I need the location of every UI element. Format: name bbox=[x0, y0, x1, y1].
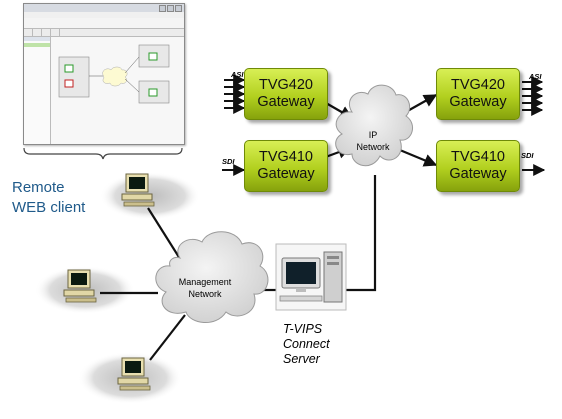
thumb-menubar bbox=[24, 12, 184, 18]
gateway-model: TVG420 bbox=[259, 77, 313, 93]
workstation-icon-2 bbox=[63, 269, 97, 303]
thumb-tabs bbox=[24, 29, 184, 37]
tvg410-output-gateway: TVG410 Gateway bbox=[436, 140, 520, 192]
gateway-model: TVG420 bbox=[451, 77, 505, 93]
gateway-type: Gateway bbox=[449, 166, 507, 182]
tvg420-input-gateway: TVG420 Gateway bbox=[244, 68, 328, 120]
sdi-input-label: SDI bbox=[222, 157, 235, 166]
management-network-label: Management Network bbox=[178, 277, 232, 299]
thumb-canvas bbox=[51, 37, 184, 144]
asi-input-label: ASI bbox=[231, 70, 244, 79]
thumb-titlebar bbox=[24, 4, 184, 12]
app-screenshot-thumbnail bbox=[23, 3, 185, 145]
thumb-sidebar bbox=[24, 37, 51, 144]
bracket bbox=[23, 147, 183, 160]
ip-network-cloud-icon bbox=[335, 84, 414, 167]
gateway-type: Gateway bbox=[257, 94, 315, 110]
tvg410-input-gateway: TVG410 Gateway bbox=[244, 140, 328, 192]
workstation-icon-3 bbox=[117, 357, 151, 391]
tvg420-output-gateway: TVG420 Gateway bbox=[436, 68, 520, 120]
asi-output-arrows bbox=[522, 76, 544, 116]
workstation-icon-1 bbox=[121, 173, 155, 207]
thumb-app-title bbox=[24, 18, 184, 29]
management-links bbox=[100, 175, 377, 361]
management-network-cloud-icon bbox=[155, 231, 269, 323]
remote-web-client-label: Remote WEB client bbox=[12, 179, 86, 216]
asi-output-label: ASI bbox=[529, 72, 542, 81]
server-icon bbox=[275, 243, 347, 311]
sdi-output-label: SDI bbox=[521, 151, 534, 160]
tvips-connect-server-label: T-VIPS Connect Server bbox=[283, 322, 330, 366]
ip-network-label: IP Network bbox=[356, 130, 390, 152]
asi-input-arrows bbox=[224, 74, 246, 114]
gateway-model: TVG410 bbox=[451, 149, 505, 165]
gateway-type: Gateway bbox=[257, 166, 315, 182]
gateway-type: Gateway bbox=[449, 94, 507, 110]
gateway-model: TVG410 bbox=[259, 149, 313, 165]
